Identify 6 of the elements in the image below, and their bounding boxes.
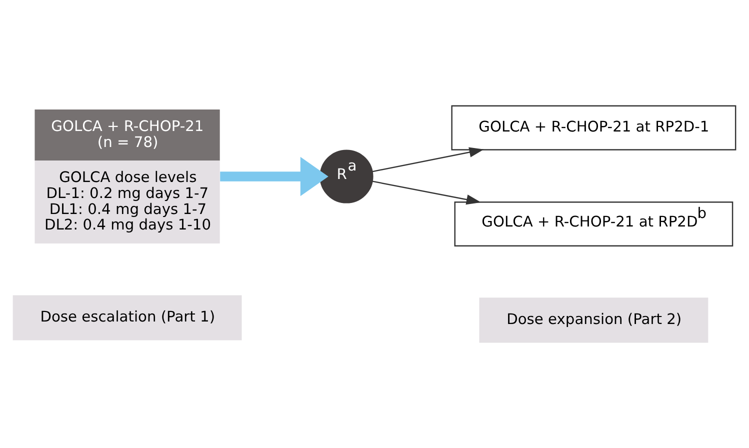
node-box: Dose escalation (Part 1) bbox=[12, 295, 242, 340]
arrow bbox=[372, 180, 482, 205]
arrow bbox=[372, 147, 484, 172]
arrow bbox=[220, 156, 328, 196]
node-box: Dose expansion (Part 2) bbox=[479, 298, 708, 343]
node-box: GOLCA + R-CHOP-21 at RP2D-1 bbox=[451, 105, 736, 150]
